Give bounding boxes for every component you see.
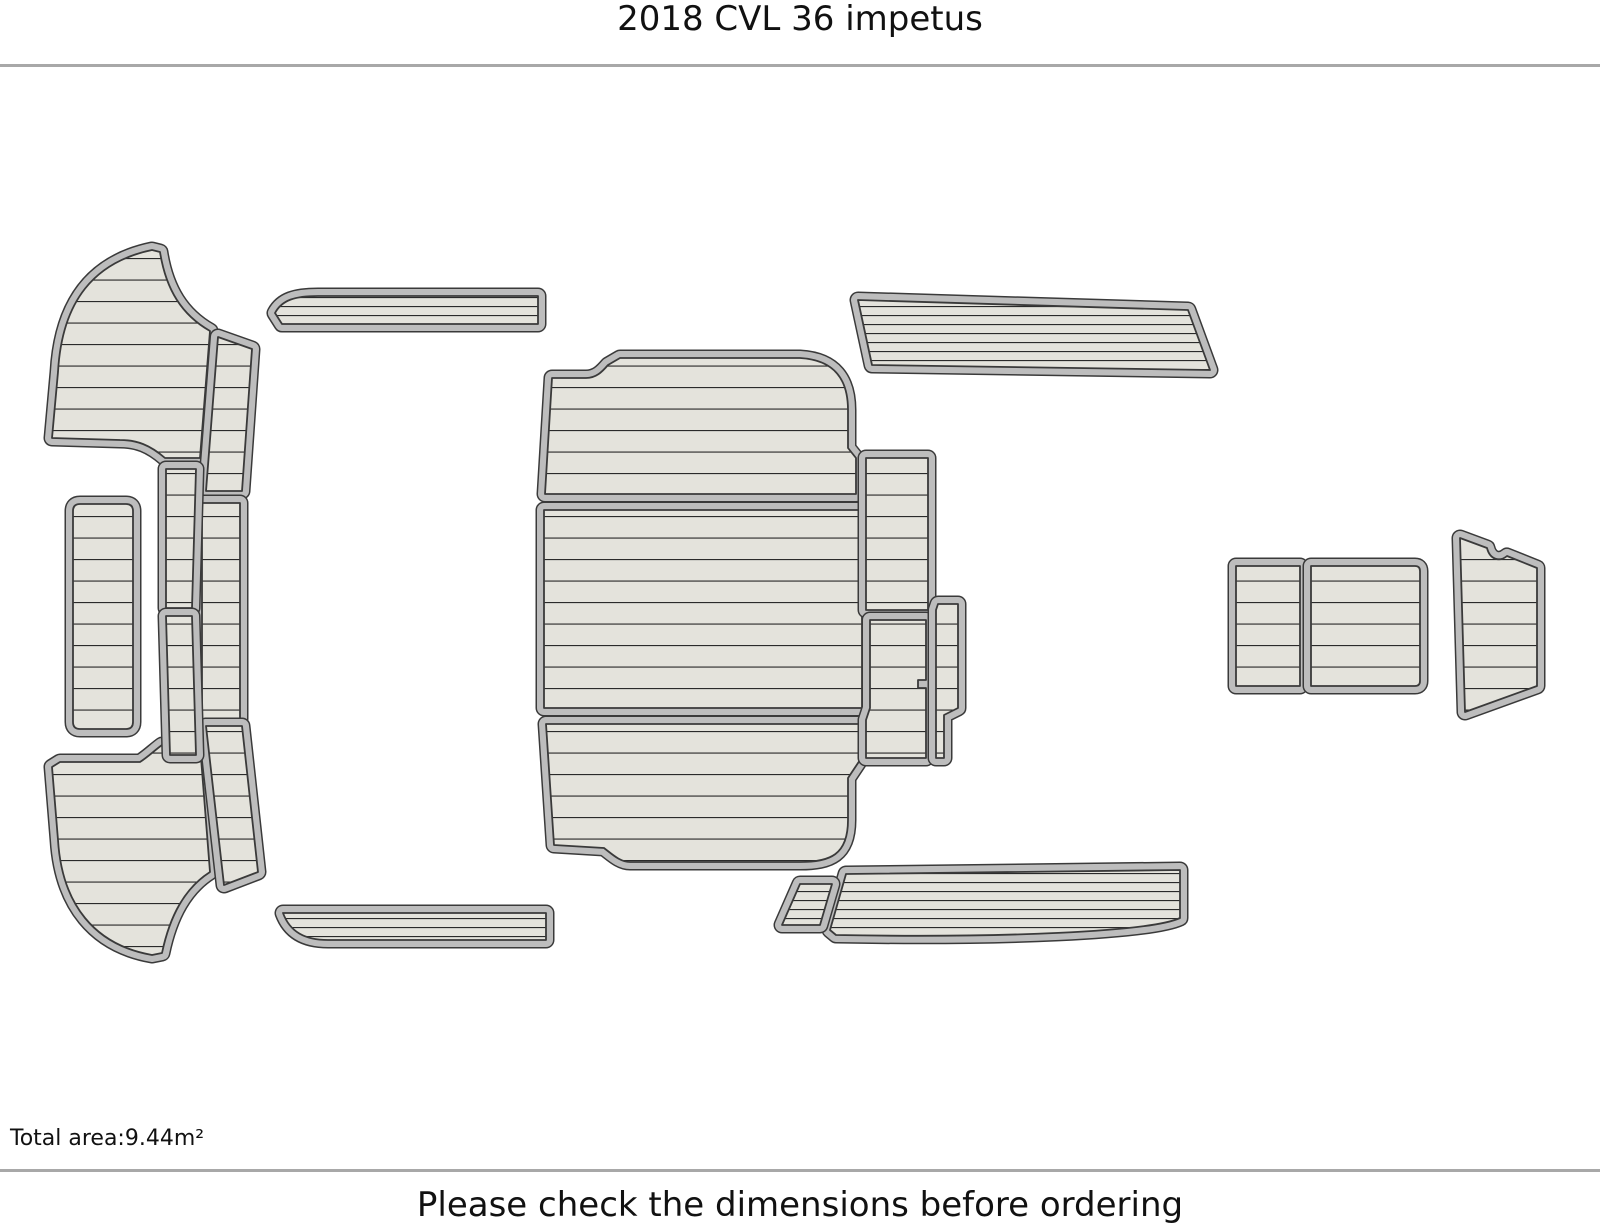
pad-bow-left-lower (43, 736, 219, 964)
pad-gunwale-lower-left (274, 904, 555, 949)
pad-console-lower (857, 611, 935, 767)
page-title: 2018 CVL 36 impetus (617, 0, 983, 39)
pad-main-center (535, 501, 871, 717)
top-divider (0, 64, 1600, 67)
footer-note: Please check the dimensions before order… (416, 1185, 1184, 1225)
pad-console-strip (927, 595, 967, 767)
pad-gunwale-upper-left (266, 287, 547, 333)
pad-main-lower (537, 715, 869, 871)
pad-stern-c (1451, 529, 1546, 721)
pad-stern-b (1302, 557, 1429, 695)
pad-inner-left-a (157, 460, 205, 617)
pad-inner-left-b (157, 607, 205, 764)
pad-bow-left-upper (43, 241, 219, 467)
pad-hatch-left (64, 495, 142, 738)
bottom-divider (0, 1169, 1600, 1172)
pad-main-upper (536, 349, 865, 503)
pad-side-left-c (197, 717, 267, 894)
pad-stern-a (1227, 557, 1309, 695)
pad-console-upper (857, 449, 937, 619)
pad-side-left-a (197, 328, 261, 500)
pad-side-left-b (193, 494, 249, 728)
pad-gunwale-upper-right (849, 291, 1219, 379)
total-area-label: Total area:9.44m² (10, 1126, 205, 1151)
pad-step-small (773, 875, 841, 934)
pad-gunwale-lower-right (821, 861, 1189, 945)
